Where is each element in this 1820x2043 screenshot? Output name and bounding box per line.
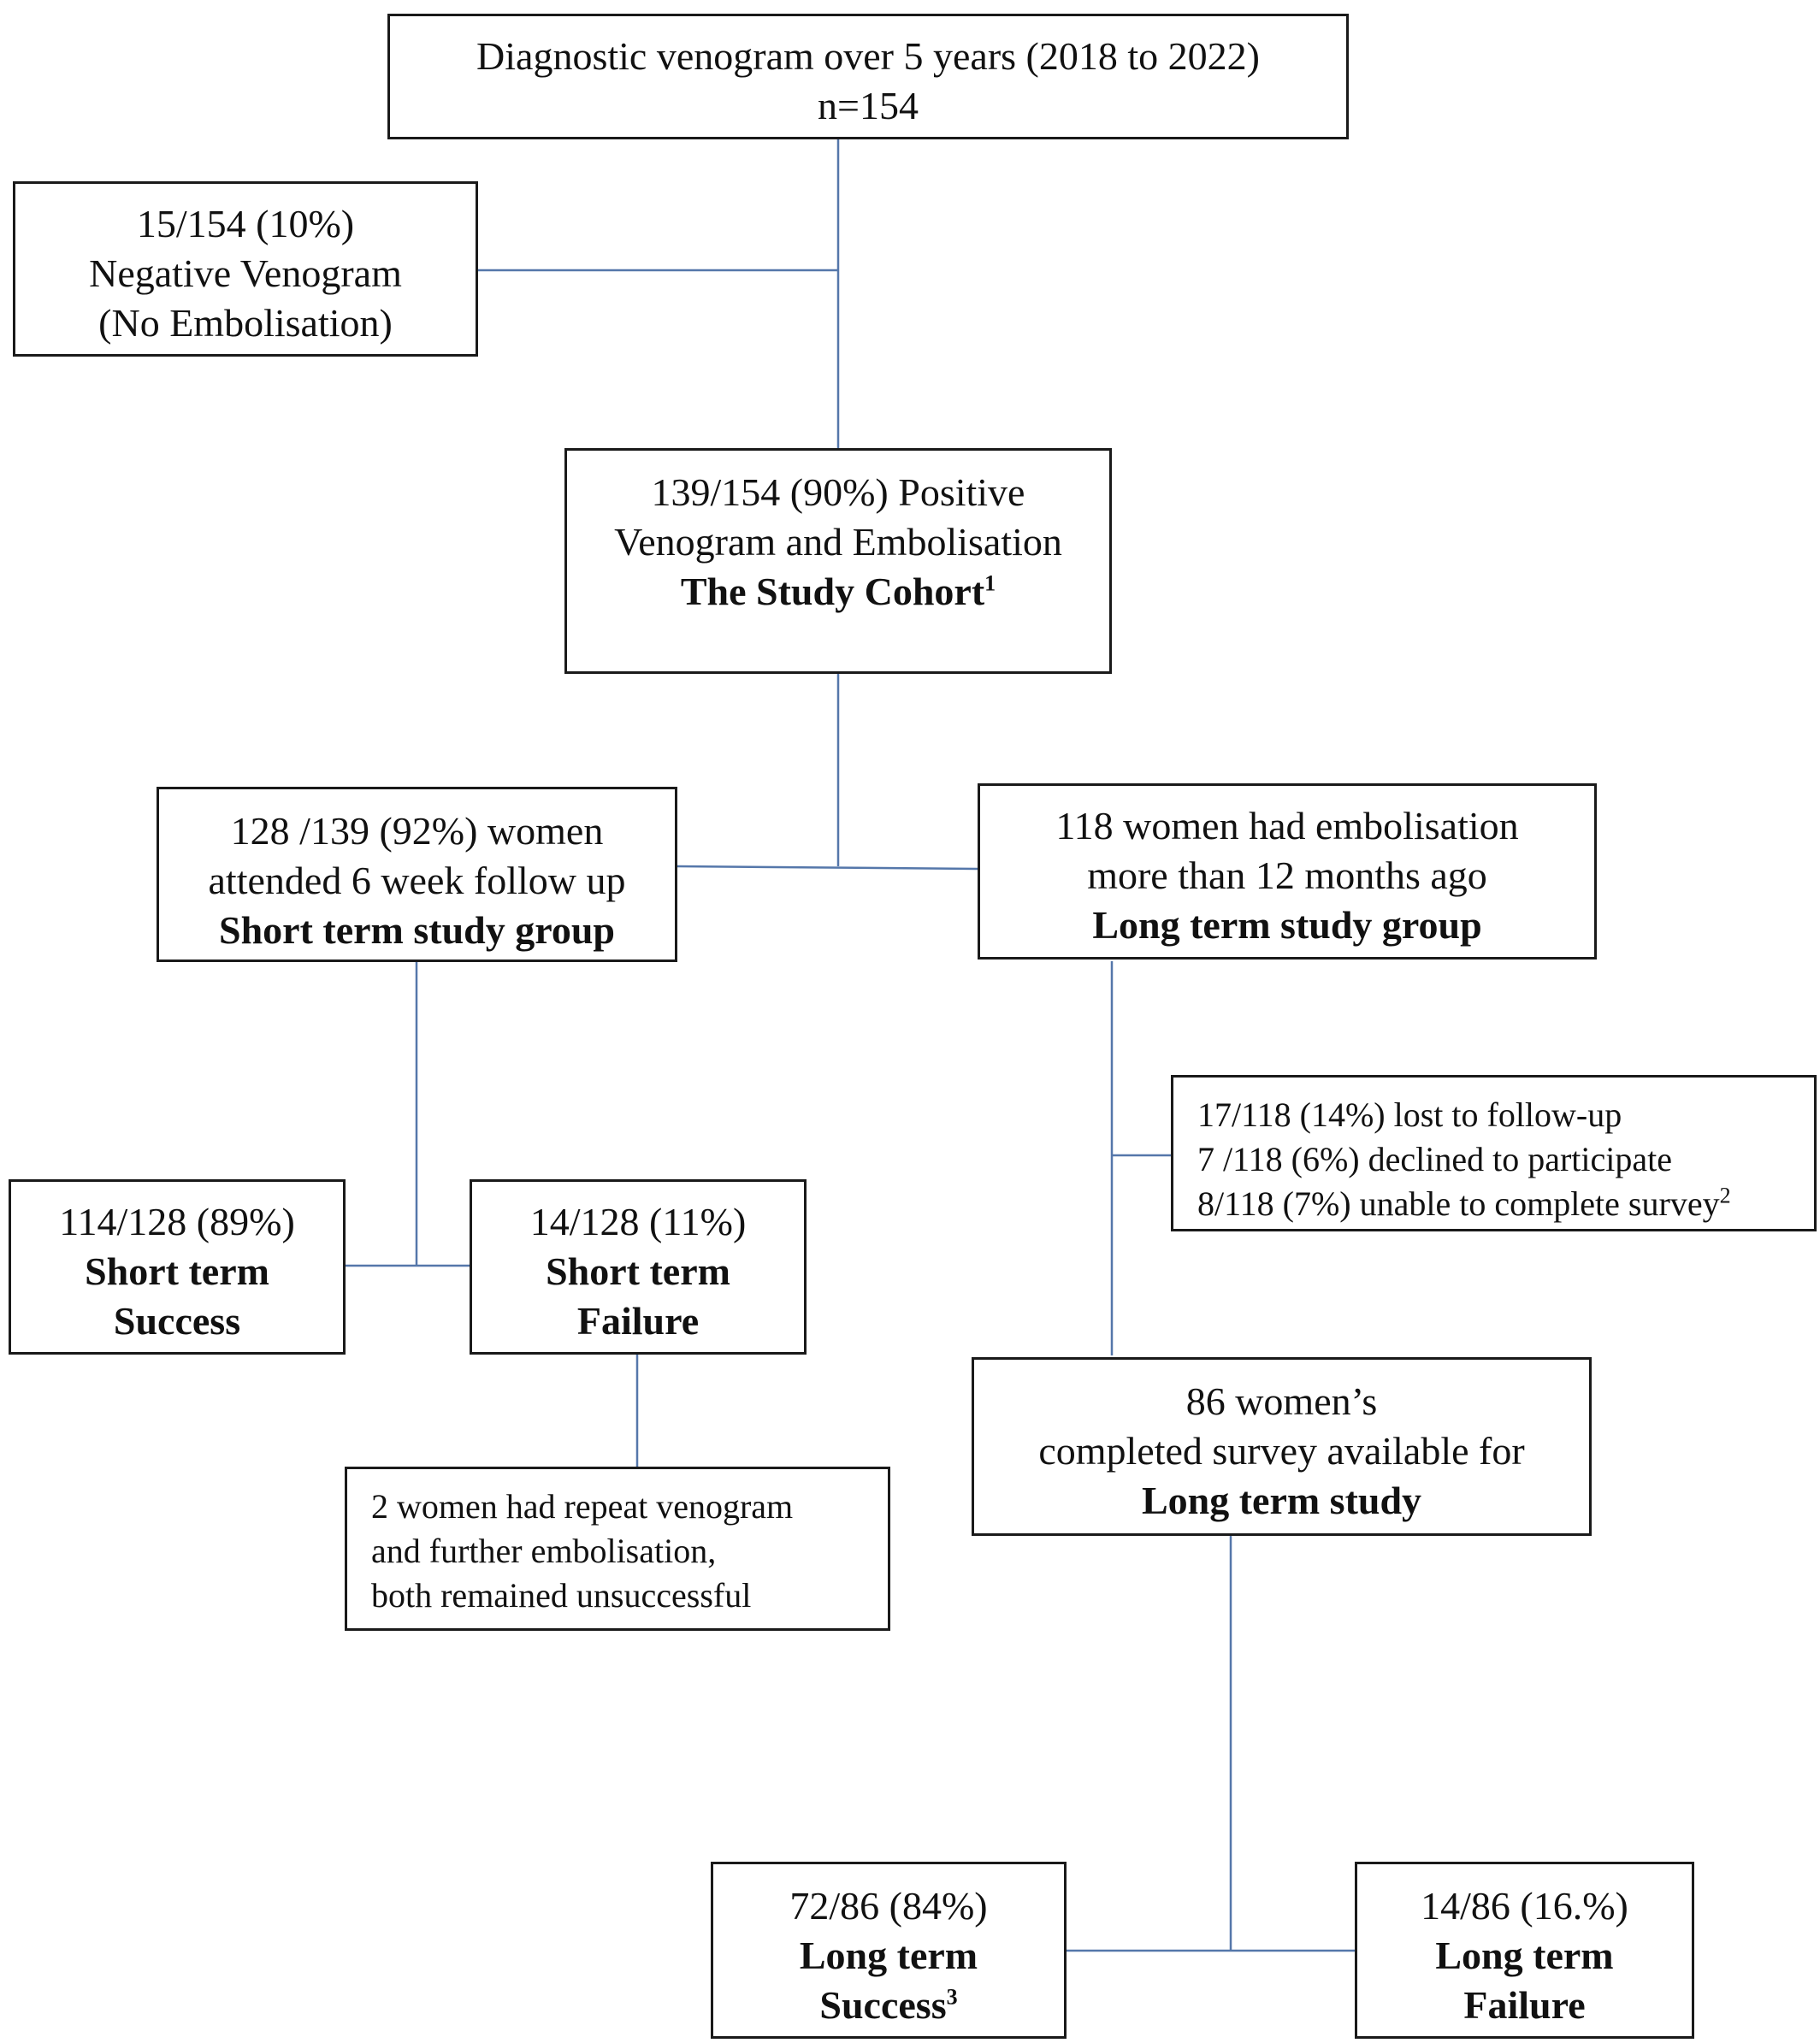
repeat-line-2: and further embolisation, xyxy=(371,1532,717,1570)
positive-count: 139/154 (90%) Positive xyxy=(651,470,1025,514)
long-group-desc: more than 12 months ago xyxy=(1087,853,1487,897)
survey-title: Long term study xyxy=(1141,1479,1422,1522)
short-success-count: 114/128 (89%) xyxy=(59,1200,295,1243)
long-group-title: Long term study group xyxy=(1092,903,1482,947)
excluded-box: 17/118 (14%) lost to follow-up 7 /118 (6… xyxy=(1171,1075,1817,1231)
negative-note: (No Embolisation) xyxy=(98,301,393,345)
short-group-desc: attended 6 week follow up xyxy=(208,859,626,902)
short-term-failure-box: 14/128 (11%) Short term Failure xyxy=(470,1179,807,1355)
footnote-2-marker: 2 xyxy=(1719,1183,1731,1208)
study-cohort-box: 139/154 (90%) Positive Venogram and Embo… xyxy=(564,448,1112,674)
long-term-survey-box: 86 women’s completed survey available fo… xyxy=(972,1357,1592,1536)
long-success-count: 72/86 (84%) xyxy=(789,1884,988,1928)
footnote-3-marker: 3 xyxy=(946,1984,958,2010)
short-term-success-box: 114/128 (89%) Short term Success xyxy=(9,1179,346,1355)
survey-desc: completed survey available for xyxy=(1038,1429,1525,1473)
diagnostic-title: Diagnostic venogram over 5 years (2018 t… xyxy=(476,34,1260,78)
footnote-1-marker: 1 xyxy=(984,570,996,596)
negative-label: Negative Venogram xyxy=(89,251,402,295)
long-failure-count: 14/86 (16.%) xyxy=(1421,1884,1628,1928)
long-success-label-2: Success3 xyxy=(819,1983,958,2027)
study-cohort-title: The Study Cohort1 xyxy=(680,570,996,613)
short-success-label-2: Success xyxy=(113,1299,241,1343)
short-group-count: 128 /139 (92%) women xyxy=(230,809,604,853)
long-term-success-box: 72/86 (84%) Long term Success3 xyxy=(711,1862,1067,2039)
short-term-group-box: 128 /139 (92%) women attended 6 week fol… xyxy=(157,787,677,962)
short-success-label-1: Short term xyxy=(85,1249,269,1293)
repeat-line-3: both remained unsuccessful xyxy=(371,1576,752,1615)
excluded-unable: 8/118 (7%) unable to complete survey2 xyxy=(1197,1183,1731,1223)
negative-count: 15/154 (10%) xyxy=(136,202,355,245)
diagnostic-venogram-box: Diagnostic venogram over 5 years (2018 t… xyxy=(387,14,1349,139)
long-failure-label-1: Long term xyxy=(1435,1934,1614,1977)
long-success-label-1: Long term xyxy=(799,1934,978,1977)
long-term-group-box: 118 women had embolisation more than 12 … xyxy=(978,783,1597,960)
diagnostic-count: n=154 xyxy=(818,84,919,127)
repeat-venogram-box: 2 women had repeat venogram and further … xyxy=(345,1467,890,1631)
excluded-declined: 7 /118 (6%) declined to participate xyxy=(1197,1140,1672,1178)
short-group-title: Short term study group xyxy=(218,908,615,952)
long-term-failure-box: 14/86 (16.%) Long term Failure xyxy=(1355,1862,1694,2039)
survey-count: 86 women’s xyxy=(1185,1379,1378,1423)
excluded-lost: 17/118 (14%) lost to follow-up xyxy=(1197,1095,1622,1134)
long-group-count: 118 women had embolisation xyxy=(1055,804,1519,847)
repeat-line-1: 2 women had repeat venogram xyxy=(371,1487,794,1526)
short-failure-label-2: Failure xyxy=(576,1299,700,1343)
positive-label: Venogram and Embolisation xyxy=(614,520,1062,564)
negative-venogram-box: 15/154 (10%) Negative Venogram (No Embol… xyxy=(13,181,478,357)
long-failure-label-2: Failure xyxy=(1463,1983,1586,2027)
connector-short-long-split xyxy=(675,865,978,871)
short-failure-label-1: Short term xyxy=(546,1249,730,1293)
short-failure-count: 14/128 (11%) xyxy=(529,1200,747,1243)
